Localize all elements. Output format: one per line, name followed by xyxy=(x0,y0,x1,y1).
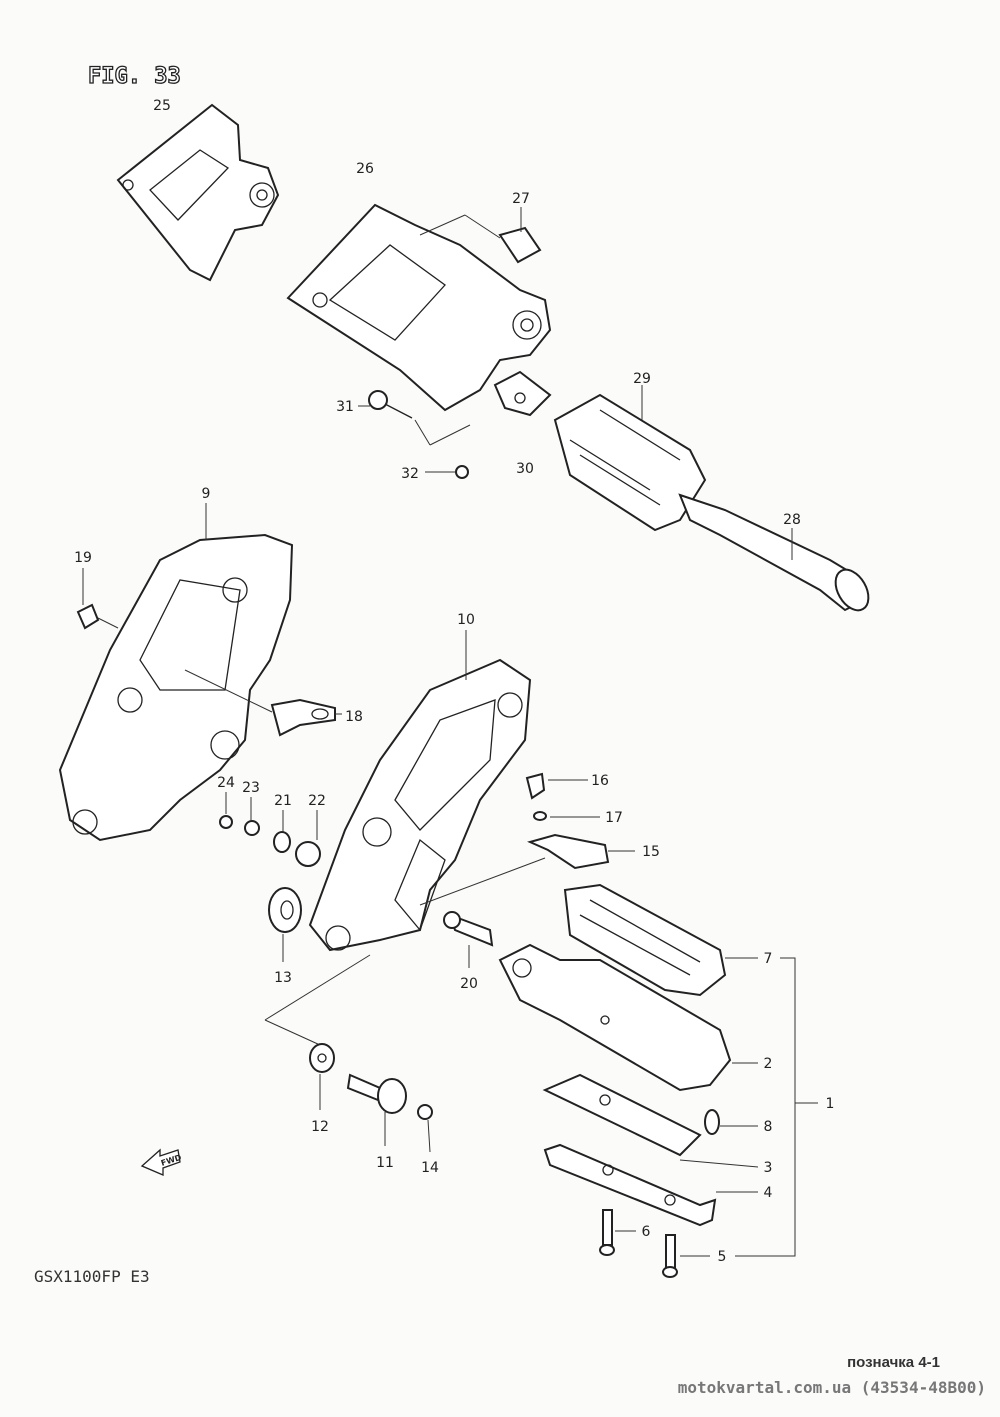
callout: 20 xyxy=(460,976,478,992)
part-26-bracket xyxy=(286,203,552,412)
callout: 15 xyxy=(642,844,660,860)
assembly-bracket xyxy=(735,957,818,1257)
callout: 27 xyxy=(512,191,530,207)
part-16-bolt xyxy=(525,772,588,800)
callout: 13 xyxy=(274,970,292,986)
part-23-washer xyxy=(244,797,260,836)
callout: 18 xyxy=(345,709,363,725)
callout: 21 xyxy=(274,793,292,809)
callout: 9 xyxy=(202,486,211,502)
callout: 10 xyxy=(457,612,475,628)
part-22-spring xyxy=(295,810,321,867)
part-20-pin xyxy=(443,911,494,968)
callout: 32 xyxy=(401,466,419,482)
callout: 1 xyxy=(826,1096,835,1112)
part-28-pin xyxy=(678,493,870,612)
part-2-footpeg xyxy=(498,943,758,1092)
part-27-bolt xyxy=(419,207,542,264)
footer-site: motokvartal.com.ua (43534-48B00) xyxy=(677,1378,986,1397)
part-12-washer xyxy=(309,1043,335,1110)
part-6-screw xyxy=(599,1209,636,1256)
part-8-spring xyxy=(704,1109,758,1135)
callout: 12 xyxy=(311,1119,329,1135)
part-24-circlip xyxy=(219,792,233,829)
callout: 4 xyxy=(764,1185,773,1201)
part-7-rubber xyxy=(563,883,758,997)
part-3-plate xyxy=(542,1073,759,1168)
part-29-footpeg xyxy=(553,385,707,532)
model-label: GSX1100FP E3 xyxy=(34,1267,150,1286)
fwd-arrow-icon: FWD xyxy=(140,1148,183,1176)
callout: 3 xyxy=(764,1160,773,1176)
callout: 23 xyxy=(242,780,260,796)
part-25-bracket xyxy=(116,103,280,282)
callout: 17 xyxy=(605,810,623,826)
callout: 14 xyxy=(421,1160,439,1176)
callout: 30 xyxy=(516,461,534,477)
callout: 28 xyxy=(783,512,801,528)
part-10-plate xyxy=(308,630,532,952)
part-30-plate xyxy=(493,370,552,417)
callout: 25 xyxy=(153,98,171,114)
callout: 24 xyxy=(217,775,235,791)
callout: 19 xyxy=(74,550,92,566)
part-14-cap xyxy=(417,1104,433,1153)
part-18-bracket xyxy=(184,669,342,737)
part-5-screw xyxy=(662,1234,710,1278)
part-4-plate xyxy=(543,1143,758,1227)
callout: 6 xyxy=(642,1224,651,1240)
part-21-bush xyxy=(273,810,291,853)
callout: 26 xyxy=(356,161,374,177)
callout: 2 xyxy=(764,1056,773,1072)
callout: 31 xyxy=(336,399,354,415)
part-31-pin xyxy=(358,390,413,419)
callout: 5 xyxy=(718,1249,727,1265)
part-19-bolt xyxy=(76,568,119,630)
part-9-plate xyxy=(58,503,294,842)
callout: 16 xyxy=(591,773,609,789)
callout: 7 xyxy=(764,951,773,967)
callout: 11 xyxy=(376,1155,394,1171)
figure-title: FIG. 33 xyxy=(88,64,181,89)
part-13-bearing xyxy=(268,887,302,962)
part-15-bracket xyxy=(419,833,635,906)
callout-labels: 25 26 27 29 31 32 30 28 9 19 10 18 16 17… xyxy=(74,98,834,1265)
callout: 8 xyxy=(764,1119,773,1135)
footer-caption: позначка 4-1 xyxy=(847,1354,940,1371)
part-32-clip xyxy=(425,465,469,479)
callout: 29 xyxy=(633,371,651,387)
part-17-washer xyxy=(533,811,600,821)
callout: 22 xyxy=(308,793,326,809)
part-11-bolt xyxy=(346,1073,407,1146)
